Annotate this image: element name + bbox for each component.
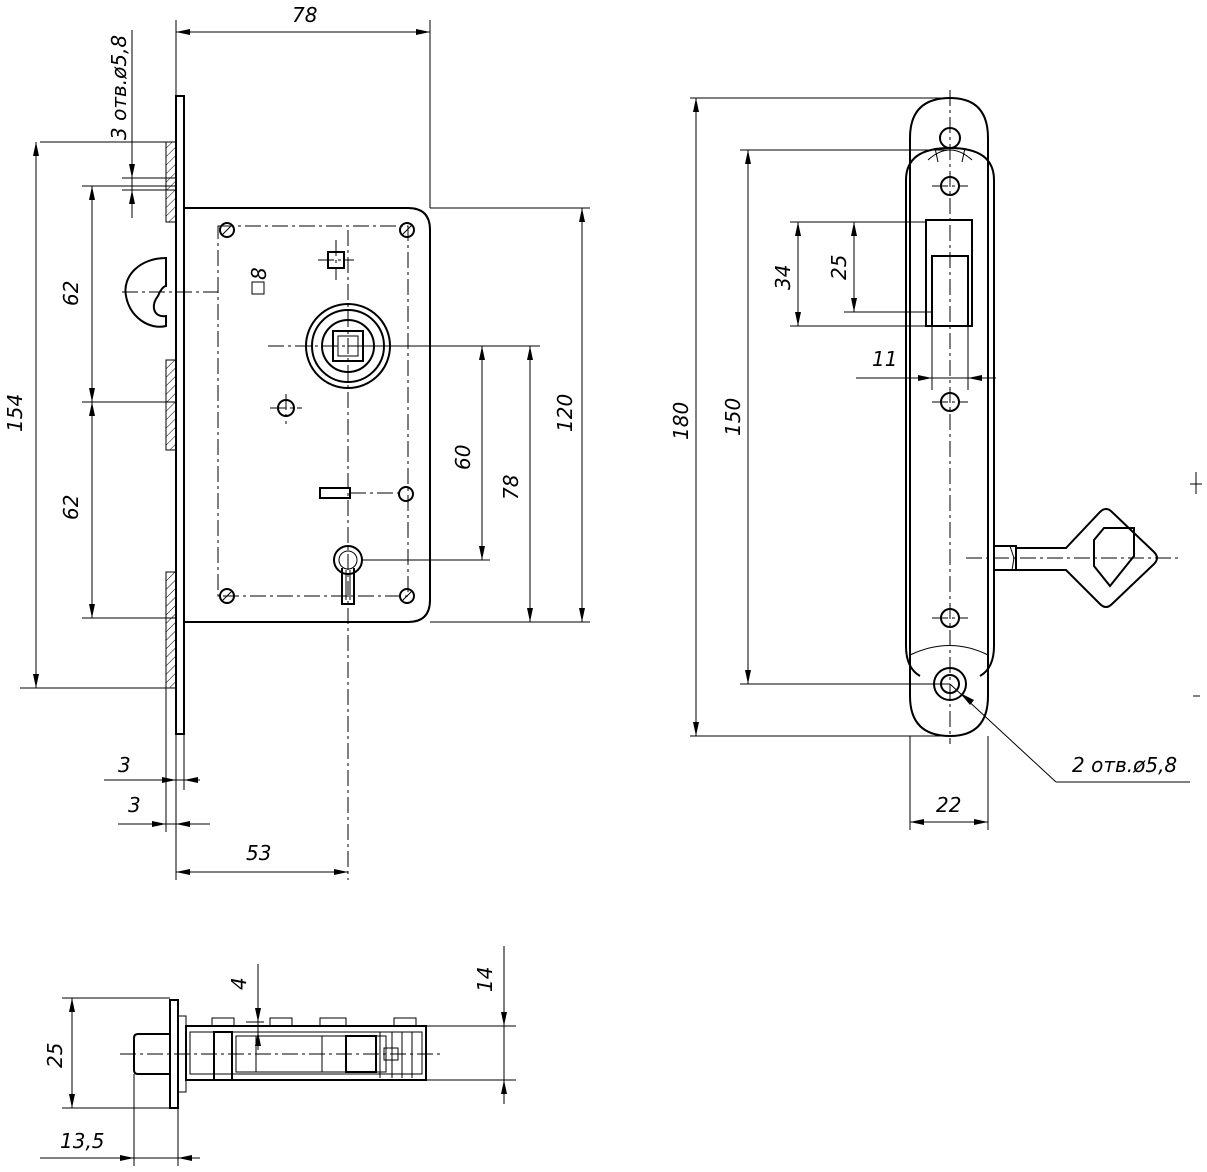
faceplate-hatch-bot	[165, 571, 177, 689]
dim-spindle-to-bottom: 78	[499, 475, 523, 500]
dim-fixing-holes-note: 3 отв.ø5,8	[107, 35, 131, 140]
dim-spindle-to-keyhole: 60	[451, 445, 475, 470]
dim-side-total-height: 25	[43, 1043, 67, 1068]
dim-strike-holes-note: 2 отв.ø5,8	[1072, 753, 1177, 777]
dim-opening-height: 34	[771, 265, 795, 290]
dim-faceplate-length: 154	[3, 394, 27, 432]
dim-backset: 53	[246, 841, 271, 865]
dim-strike-length: 180	[669, 402, 693, 440]
strike-plate-inner	[905, 146, 995, 677]
faceplate-hatch-mid	[165, 359, 177, 451]
strike-plate-outer	[909, 96, 989, 738]
dim-strike-hole-spacing: 150	[721, 398, 745, 436]
dim-strike-width: 22	[936, 793, 961, 817]
dim-faceplate-thickness: 3	[118, 753, 131, 777]
rivets	[219, 222, 415, 604]
dim-side-height: 14	[473, 967, 497, 992]
faceplate	[175, 95, 185, 735]
dim-faceplate-offset: 3	[128, 793, 141, 817]
dim-bolt-height: 25	[827, 255, 851, 280]
dim-side-offset: 4	[227, 977, 251, 990]
lock-front-view: 8 78	[3, 3, 590, 880]
dim-lock-body-width: 78	[292, 3, 317, 27]
dim-bolt-projection: 13,5	[60, 1129, 105, 1153]
faceplate-hatch-top	[165, 141, 177, 223]
dim-body-height: 120	[553, 394, 577, 432]
strike-plate-view: 180 150 34 25 11 2 отв.ø5,8	[669, 90, 1202, 830]
latch-hook	[124, 256, 167, 328]
lock-side-view: 25 4 14 13,5	[40, 946, 516, 1166]
dim-upper-spacing: 62	[59, 281, 83, 306]
dim-spindle-square: 8	[247, 267, 271, 280]
lock-case	[183, 207, 431, 623]
dim-lower-spacing: 62	[59, 495, 83, 520]
strike-bolt	[931, 255, 969, 327]
dim-opening-width: 11	[872, 347, 897, 371]
